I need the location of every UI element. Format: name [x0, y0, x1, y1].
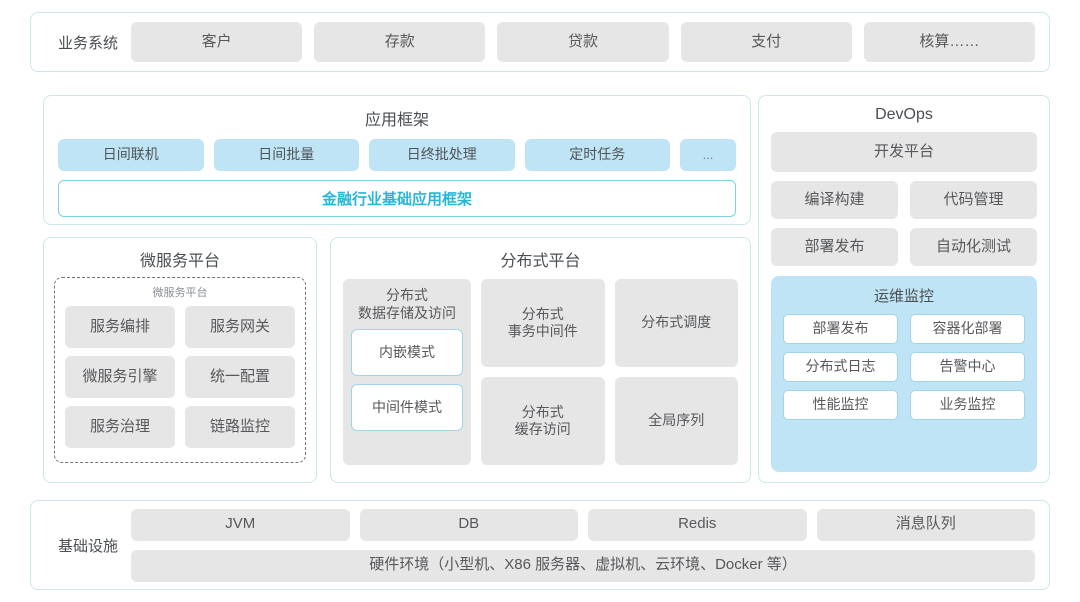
devops-chip-code-management[interactable]: 代码管理	[910, 181, 1037, 219]
microservice-platform-title: 微服务平台	[139, 253, 220, 270]
distributed-platform-body: 分布式 数据存储及访问 内嵌模式 中间件模式 分布式 事务中间件 分布式调度 分…	[343, 279, 738, 465]
devops-chip-deploy-release[interactable]: 部署发布	[771, 228, 898, 266]
infrastructure-content: JVM DB Redis 消息队列 硬件环境（小型机、X86 服务器、虚拟机、云…	[131, 508, 1035, 582]
distributed-storage-card[interactable]: 分布式 数据存储及访问 内嵌模式 中间件模式	[343, 279, 471, 465]
distributed-storage-title: 分布式 数据存储及访问	[358, 287, 456, 321]
microservice-chip-gateway[interactable]: 服务网关	[185, 306, 295, 348]
application-framework-panel: 应用框架 日间联机 日间批量 日终批处理 定时任务 ... 金融行业基础应用框架	[43, 95, 751, 225]
microservice-chip-unified-config[interactable]: 统一配置	[185, 356, 295, 398]
ops-monitoring-title: 运维监控	[873, 288, 934, 305]
application-framework-chips: 日间联机 日间批量 日终批处理 定时任务 ...	[58, 139, 736, 171]
devops-chip-automated-test[interactable]: 自动化测试	[910, 228, 1037, 266]
storage-mode-middleware[interactable]: 中间件模式	[351, 384, 463, 431]
ops-chip-deploy-release[interactable]: 部署发布	[783, 314, 898, 344]
business-systems-chips: 客户 存款 贷款 支付 核算……	[131, 22, 1036, 62]
microservice-platform-panel: 微服务平台 微服务平台 服务编排 服务网关 微服务引擎 统一配置 服务治理 链路…	[43, 237, 317, 483]
infrastructure-chips: JVM DB Redis 消息队列	[131, 508, 1035, 541]
ops-chip-alert-center[interactable]: 告警中心	[910, 352, 1025, 382]
infrastructure-panel: 基础设施 JVM DB Redis 消息队列 硬件环境（小型机、X86 服务器、…	[30, 500, 1050, 590]
distributed-platform-panel: 分布式平台 分布式 数据存储及访问 内嵌模式 中间件模式 分布式 事务中间件 分…	[330, 237, 751, 483]
ops-monitoring-panel: 运维监控 部署发布 容器化部署 分布式日志 告警中心 性能监控 业务监控	[771, 276, 1037, 472]
framework-chip-daytime-batch[interactable]: 日间批量	[213, 139, 359, 171]
distributed-chip-transaction-middleware[interactable]: 分布式 事务中间件	[481, 279, 605, 367]
ops-chip-business-monitor[interactable]: 业务监控	[910, 390, 1025, 420]
business-chip-accounting[interactable]: 核算……	[863, 22, 1036, 62]
framework-chip-scheduled-task[interactable]: 定时任务	[524, 139, 670, 171]
business-chip-deposit[interactable]: 存款	[314, 22, 486, 62]
distributed-chip-global-sequence[interactable]: 全局序列	[614, 377, 738, 465]
ops-chip-containerized-deploy[interactable]: 容器化部署	[910, 314, 1025, 344]
distributed-chip-cache-access[interactable]: 分布式 缓存访问	[481, 377, 605, 465]
business-chip-loan[interactable]: 贷款	[497, 22, 669, 62]
ops-chip-distributed-log[interactable]: 分布式日志	[783, 352, 898, 382]
infra-chip-jvm[interactable]: JVM	[131, 508, 350, 541]
application-framework-title: 应用框架	[364, 112, 429, 129]
business-systems-label: 业务系统	[57, 34, 118, 52]
microservice-chip-trace-monitor[interactable]: 链路监控	[185, 406, 295, 448]
microservice-inner-label: 微服务平台	[152, 287, 208, 299]
ops-chip-performance-monitor[interactable]: 性能监控	[783, 390, 898, 420]
base-application-framework-bar[interactable]: 金融行业基础应用框架	[58, 180, 736, 217]
microservice-inner-box: 微服务平台 服务编排 服务网关 微服务引擎 统一配置 服务治理 链路监控	[54, 277, 306, 463]
framework-chip-eod-batch[interactable]: 日终批处理	[369, 139, 515, 171]
devops-title: DevOps	[875, 106, 933, 123]
distributed-chip-scheduling[interactable]: 分布式调度	[614, 279, 738, 367]
ops-monitoring-grid: 部署发布 容器化部署 分布式日志 告警中心 性能监控 业务监控	[783, 314, 1025, 420]
infra-chip-redis[interactable]: Redis	[588, 508, 807, 541]
microservice-chip-engine[interactable]: 微服务引擎	[65, 356, 175, 398]
framework-chip-more[interactable]: ...	[680, 139, 736, 171]
business-chip-customer[interactable]: 客户	[131, 22, 303, 62]
infrastructure-label: 基础设施	[57, 537, 118, 555]
devops-chip-compile-build[interactable]: 编译构建	[771, 181, 898, 219]
business-chip-payment[interactable]: 支付	[680, 22, 852, 62]
devops-chip-dev-platform[interactable]: 开发平台	[771, 132, 1037, 172]
microservice-items-grid: 服务编排 服务网关 微服务引擎 统一配置 服务治理 链路监控	[65, 306, 295, 448]
devops-items-grid: 编译构建 代码管理 部署发布 自动化测试	[771, 181, 1037, 266]
infra-chip-db[interactable]: DB	[359, 508, 578, 541]
microservice-chip-orchestration[interactable]: 服务编排	[65, 306, 175, 348]
infra-chip-message-queue[interactable]: 消息队列	[816, 508, 1035, 541]
storage-mode-embedded[interactable]: 内嵌模式	[351, 329, 463, 376]
microservice-chip-governance[interactable]: 服务治理	[65, 406, 175, 448]
framework-chip-daytime-online[interactable]: 日间联机	[58, 139, 204, 171]
distributed-items-grid: 分布式 事务中间件 分布式调度 分布式 缓存访问 全局序列	[481, 279, 738, 465]
infra-chip-hardware-environment[interactable]: 硬件环境（小型机、X86 服务器、虚拟机、云环境、Docker 等）	[131, 549, 1035, 582]
distributed-platform-title: 分布式平台	[500, 253, 581, 270]
devops-panel: DevOps 开发平台 编译构建 代码管理 部署发布 自动化测试 运维监控 部署…	[758, 95, 1050, 483]
business-systems-panel: 业务系统 客户 存款 贷款 支付 核算……	[30, 12, 1050, 72]
